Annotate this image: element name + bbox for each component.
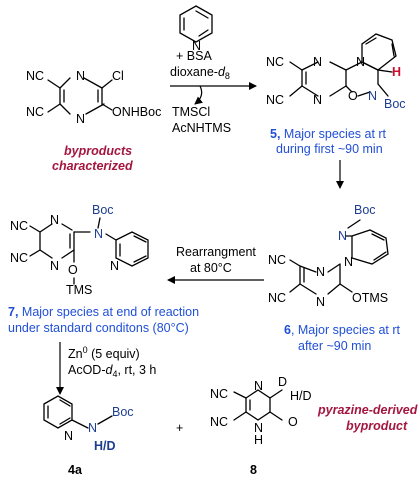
compound-4a-structure: N N Boc H/D xyxy=(43,395,134,453)
c7-boc: Boc xyxy=(92,203,114,217)
reduction-line-2: AcOD-d4, rt, 3 h xyxy=(68,363,156,379)
c8-d: D xyxy=(278,375,287,389)
reagent-solvent: dioxane-d8 xyxy=(170,65,230,81)
c6-boc: Boc xyxy=(354,203,376,217)
c6-n-ring: N xyxy=(344,255,353,269)
compound-5-structure: N N N O N Boc H NC NC xyxy=(266,33,406,111)
pyrazine-note-2: byproduct xyxy=(346,419,408,433)
byproduct-tmscl: TMSCl xyxy=(172,105,210,119)
c6-nc2: NC xyxy=(268,291,286,305)
compound-6-caption-1: 6, Major species at rt xyxy=(284,323,401,337)
c7-tms: TMS xyxy=(66,283,92,297)
compound-7-caption-1: 7, Major species at end of reaction xyxy=(8,305,199,319)
c5-n1: N xyxy=(313,55,322,69)
c4a-hd: H/D xyxy=(94,439,116,453)
c7-n: N xyxy=(94,227,103,241)
byproduct-curved-arrow xyxy=(194,85,203,105)
rearrangement-label-2: at 80°C xyxy=(190,261,232,275)
c8-nc1: NC xyxy=(210,387,228,401)
c4a-n-ring: N xyxy=(64,429,73,443)
byproducts-note-1: byproducts xyxy=(64,144,132,158)
c5-nc2: NC xyxy=(266,93,284,107)
sm-nc1: NC xyxy=(26,69,44,83)
compound-5-caption-1: 5, Major species at rt xyxy=(270,127,387,141)
sm-onhboc: ONHBoc xyxy=(112,105,161,119)
compound-6-structure: Boc N N N N NC NC OTMS xyxy=(268,203,389,309)
c8-o: O xyxy=(288,415,298,429)
c6-n-imine: N xyxy=(338,229,347,243)
rearrangement-label-1: Rearrangment xyxy=(176,245,256,259)
c5-n2: N xyxy=(313,93,322,107)
c8-nh-n: N xyxy=(254,421,263,435)
sm-nc2: NC xyxy=(26,105,44,119)
compound-5-caption-2: during first ~90 min xyxy=(276,142,383,156)
compound-6-caption-2: after ~90 min xyxy=(298,339,371,353)
c7-n-pyr: N xyxy=(110,259,119,273)
compound-4a-label: 4a xyxy=(68,463,83,477)
c7-nc2: NC xyxy=(10,251,28,265)
c6-n2: N xyxy=(316,295,325,309)
compound-7-structure: Boc N N N O TMS NC NC N xyxy=(10,203,149,297)
c8-n: N xyxy=(254,379,263,393)
c5-nc1: NC xyxy=(266,55,284,69)
byproducts-note-2: characterized xyxy=(52,159,133,173)
compound-8-structure: N N H D H/D O NC NC xyxy=(210,375,312,447)
c6-nc1: NC xyxy=(268,253,286,267)
c5-nboc: N xyxy=(368,89,377,103)
c5-h: H xyxy=(392,65,401,79)
c8-hd: H/D xyxy=(290,389,312,403)
c7-n2: N xyxy=(50,259,59,273)
sm-n2: N xyxy=(76,112,85,126)
c6-n1: N xyxy=(316,265,325,279)
starting-material-structure: N N NC NC Cl ONHBoc xyxy=(26,69,161,126)
pyridine-n: N xyxy=(192,39,201,53)
c5-n3: N xyxy=(356,55,365,69)
sm-n1: N xyxy=(76,69,85,83)
reagent-bsa: + BSA xyxy=(176,49,212,63)
compound-7-caption-2: under standard conditons (80°C) xyxy=(8,321,189,335)
c4a-n: N xyxy=(88,421,97,435)
compound-8-label: 8 xyxy=(250,463,257,477)
pyrazine-note-1: pyrazine-derived xyxy=(317,403,418,417)
c7-nc1: NC xyxy=(10,219,28,233)
byproduct-acnhtms: AcNHTMS xyxy=(172,121,231,135)
pyridine-reagent-structure: N xyxy=(179,5,213,53)
reduction-line-1: Zn0 (5 equiv) xyxy=(68,345,140,361)
c5-boc: Boc xyxy=(384,97,406,111)
c6-otms: OTMS xyxy=(352,291,388,305)
c4a-boc: Boc xyxy=(112,405,134,419)
c8-nc2: NC xyxy=(210,415,228,429)
c8-nh-h: H xyxy=(254,433,263,447)
c7-n1: N xyxy=(50,213,59,227)
sm-cl: Cl xyxy=(112,69,124,83)
plus-sign: + xyxy=(176,421,183,435)
c7-o: O xyxy=(68,263,78,277)
c5-o: O xyxy=(348,89,358,103)
